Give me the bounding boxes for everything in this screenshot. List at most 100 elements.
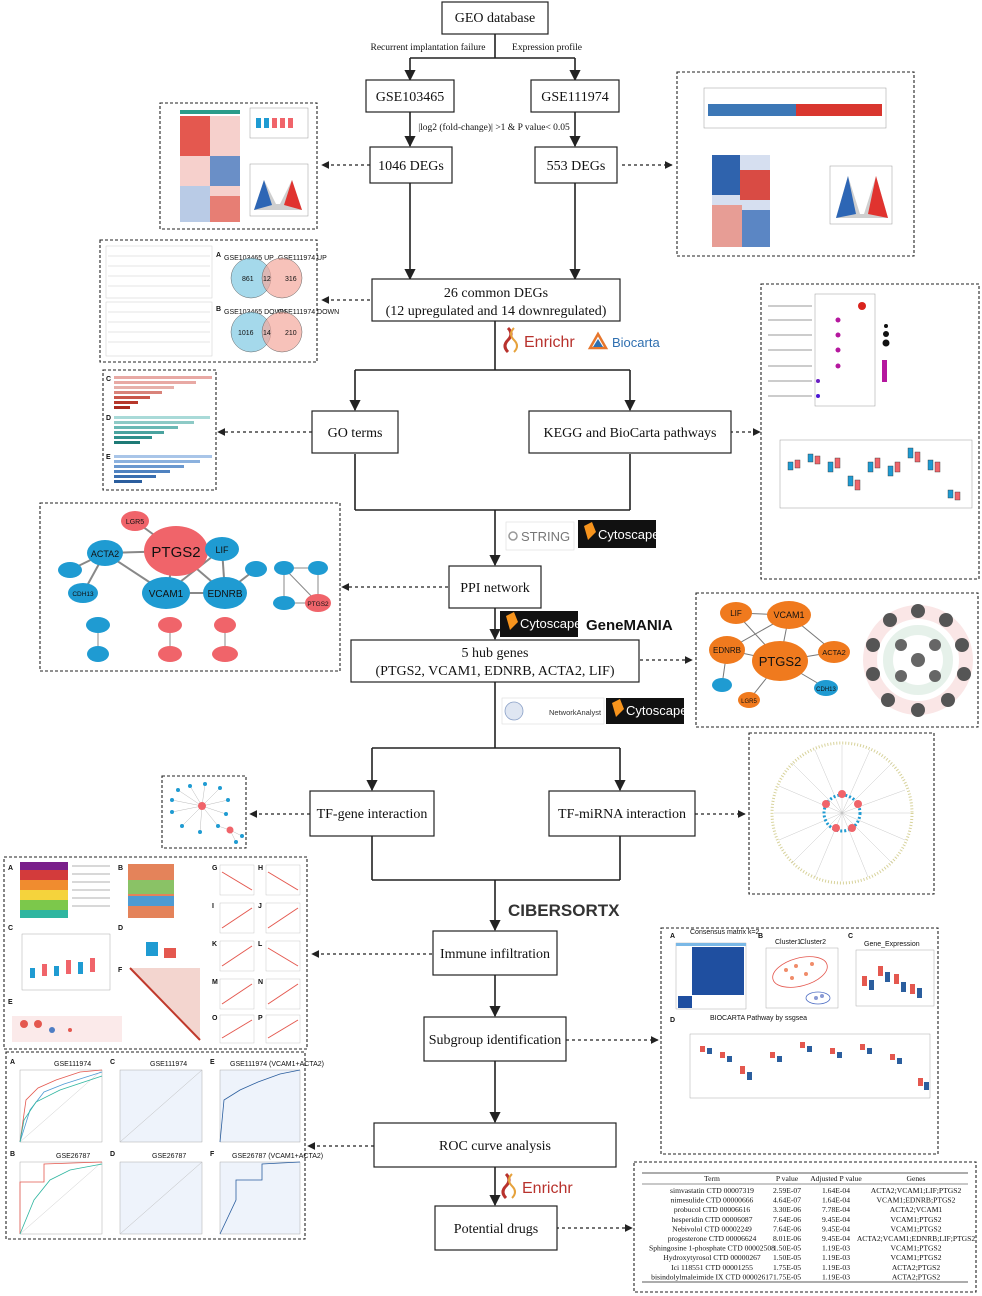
go-bars-cc [114, 416, 210, 444]
drug-genes: VCAM1;PTGS2 [890, 1253, 941, 1262]
roc-title-c: GSE111974 [150, 1061, 187, 1068]
hub-label-acta2: ACTA2 [822, 648, 846, 657]
ppi-node-small [273, 596, 295, 610]
genemania-logo: GeneMANIA [586, 617, 673, 634]
genemania-network [863, 604, 973, 717]
drug-pvalue: 7.64E-06 [773, 1215, 801, 1224]
cytoscape-logo-3: Cytoscape [606, 698, 687, 724]
drug-adjusted-pvalue: 7.78E-04 [822, 1205, 850, 1214]
ppi-node-vcam1: VCAM1 [142, 577, 190, 609]
rif-label: Recurrent implantation failure [370, 42, 485, 53]
hub-label-ednrb: EDNRB [713, 646, 741, 655]
svg-text:A: A [216, 252, 221, 259]
drug-pvalue: 4.64E-07 [773, 1196, 801, 1205]
svg-text:B: B [10, 1151, 15, 1158]
drug-term: progesterone CTD 00006624 [668, 1234, 757, 1243]
boxplot-2 [703, 87, 887, 129]
drug-adjusted-pvalue: 1.19E-03 [822, 1244, 850, 1253]
drug-adjusted-pvalue: 9.45E-04 [822, 1234, 850, 1243]
svg-text:E: E [210, 1059, 215, 1066]
drug-genes: ACTA2;VCAM1;LIF;PTGS2 [871, 1186, 962, 1195]
gse111974-box: GSE111974 [530, 79, 620, 113]
roc-title-a: GSE111974 [54, 1061, 91, 1068]
ppi-label-vcam1: VCAM1 [149, 589, 184, 600]
drug-term: probucol CTD 00006616 [674, 1205, 751, 1214]
svg-text:D: D [670, 1017, 675, 1024]
immune-boxplot-c: C [8, 925, 111, 991]
drug-adjusted-pvalue: 1.19E-03 [822, 1272, 850, 1281]
drug-header-term: Term [704, 1174, 720, 1183]
go-bars-mf [114, 455, 212, 483]
drug-genes: VCAM1;PTGS2 [890, 1244, 941, 1253]
immune-stacked-bar: A [8, 862, 68, 918]
svg-text:M: M [212, 979, 218, 986]
degs2-label: 553 DEGs [547, 159, 606, 174]
ppi-node-ptgs2-small: PTGS2 [305, 594, 331, 612]
boxplot-1 [249, 107, 309, 139]
panel-drug-table: Term P value Adjusted P value Genes simv… [633, 1161, 977, 1293]
drug-term: Nebivolol CTD 00002249 [672, 1224, 752, 1233]
drug-pvalue: 1.50E-05 [773, 1253, 801, 1262]
panel-common-degs-venn: A B GSE103465 UP GSE111974 UP GSE103465 … [99, 239, 339, 363]
drug-term: hesperidin CTD 00006087 [672, 1215, 753, 1224]
drug-term: bisindolylmaleimide IX CTD 00002617 [651, 1272, 773, 1281]
panel-gse103465-heatmap-volcano [159, 102, 318, 230]
hub-node-acta2: ACTA2 [818, 641, 850, 663]
venn-b-mid-value: 14 [263, 330, 271, 337]
ppi-network-label: PPI network [460, 581, 530, 596]
drug-genes: VCAM1;PTGS2 [890, 1215, 941, 1224]
roc-title-e: GSE111974 (VCAM1+ACTA2) [230, 1061, 324, 1068]
drug-adjusted-pvalue: 9.45E-04 [822, 1224, 850, 1233]
panel-hub-genes: LIF VCAM1 EDNRB PTGS2 ACTA2 LGR5 CDH13 [695, 592, 979, 728]
main-flow-lines [349, 34, 636, 1207]
venn-down: 1016 14 210 [230, 311, 303, 353]
drug-table-row: Sphingosine 1-phosphate CTD 000025081.50… [649, 1244, 942, 1253]
venn-b-right-value: 210 [285, 330, 297, 337]
hub-node-lgr5: LGR5 [738, 692, 760, 708]
cibersortx-text: CIBERSORTX [508, 901, 620, 920]
hub-genes-label: 5 hub genes [462, 646, 529, 661]
biocarta-text: Biocarta [612, 335, 660, 350]
immune-correlation-f: F [118, 967, 201, 1041]
volcano-2 [829, 165, 893, 225]
pca-plot [765, 947, 839, 1009]
networkanalyst-logo: NetworkAnalyst [501, 697, 605, 725]
drug-genes: VCAM1;EDNRB;PTGS2 [877, 1196, 956, 1205]
drug-adjusted-pvalue: 1.19E-03 [822, 1253, 850, 1262]
cytoscape-logo-2: Cytoscape [500, 611, 581, 637]
subgroup-label: Subgroup identification [429, 1033, 562, 1048]
degs2-box: 553 DEGs [534, 146, 618, 184]
enrichr-logo-2: Enrichr [501, 1172, 573, 1200]
volcano-1 [249, 163, 309, 217]
drug-pvalue: 1.75E-05 [773, 1272, 801, 1281]
roc-title-f: GSE26787 (VCAM1+ACTA2) [232, 1153, 323, 1160]
ppi-label-lif: LIF [215, 545, 229, 555]
cluster1-label: Cluster1 [775, 939, 801, 946]
potential-drugs-box: Potential drugs [434, 1205, 558, 1251]
networkanalyst-text: NetworkAnalyst [549, 708, 602, 717]
hub-label-ptgs2: PTGS2 [759, 654, 802, 669]
drug-genes: ACTA2;VCAM1 [890, 1205, 943, 1214]
immune-scatter-grid: G H I J K L M N O P [212, 864, 301, 1044]
gene-expression-label: Gene_Expression [864, 941, 920, 948]
hub-label-lgr5: LGR5 [741, 699, 757, 705]
ppi-node-small [158, 646, 182, 662]
ppi-network-box: PPI network [448, 565, 542, 609]
svg-text:A: A [8, 865, 13, 872]
ppi-node-lgr5: LGR5 [121, 511, 149, 531]
venn-down-right-label: GSE111974 DOWN [278, 309, 339, 316]
cytoscape-text-2: Cytoscape [520, 616, 581, 631]
hub-label-cdh13: CDH13 [816, 687, 836, 693]
cibersortx-logo: CIBERSORTX [505, 895, 620, 921]
string-logo: STRING [505, 521, 575, 551]
immune-boxplot-d: D [118, 925, 176, 958]
svg-text:E: E [8, 999, 13, 1006]
cluster2-label: Cluster2 [800, 939, 826, 946]
svg-text:G: G [212, 865, 218, 872]
geo-database-label: GEO database [455, 11, 535, 26]
panel-go-bars: C D E [102, 369, 217, 491]
string-text: STRING [521, 529, 570, 544]
